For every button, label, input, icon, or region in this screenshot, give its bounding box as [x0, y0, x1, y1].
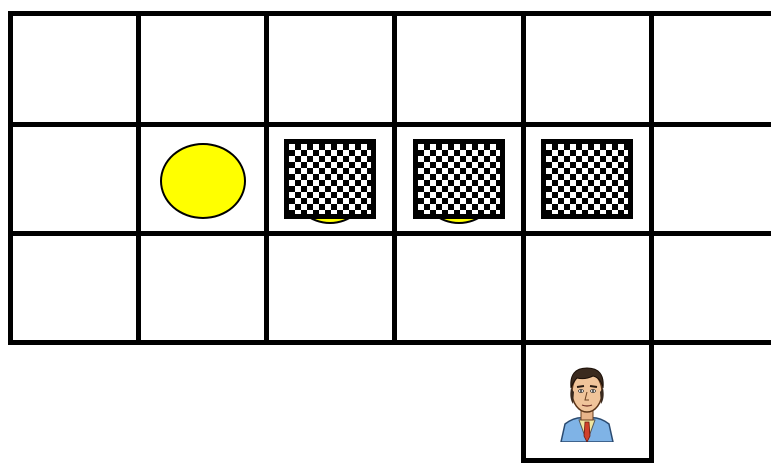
- grid-line: [8, 11, 13, 127]
- grid-line: [8, 231, 13, 345]
- board-cell[interactable]: [10, 13, 138, 124]
- grid-line: [136, 11, 141, 127]
- game-board: [0, 0, 771, 448]
- board-cell[interactable]: [523, 13, 651, 124]
- board-cell[interactable]: [394, 233, 523, 342]
- board-cell[interactable]: [266, 13, 394, 124]
- grid-line: [649, 231, 654, 345]
- grid-line: [136, 122, 141, 236]
- board-cell[interactable]: [10, 124, 138, 233]
- grid-line: [521, 458, 654, 463]
- grid-line: [521, 340, 526, 463]
- board-cell[interactable]: [651, 233, 771, 342]
- board-cell[interactable]: [523, 233, 651, 342]
- grid-line: [264, 11, 397, 16]
- board-cell[interactable]: [651, 124, 771, 233]
- grid-line: [392, 340, 526, 345]
- grid-line: [521, 231, 654, 236]
- yellow-coin-icon[interactable]: [160, 143, 246, 219]
- man-portrait-icon[interactable]: [557, 358, 617, 442]
- grid-line: [392, 11, 397, 127]
- board-cell[interactable]: [10, 233, 138, 342]
- grid-line: [521, 122, 654, 127]
- grid-line: [264, 122, 269, 236]
- grid-line: [649, 122, 771, 127]
- grid-line: [649, 231, 771, 236]
- board-cell[interactable]: [138, 233, 266, 342]
- grid-line: [136, 231, 141, 345]
- grid-line: [264, 231, 397, 236]
- grid-line: [8, 340, 141, 345]
- grid-line: [392, 122, 397, 236]
- grid-line: [136, 340, 269, 345]
- checkered-grate-icon[interactable]: [413, 139, 505, 219]
- grid-line: [392, 231, 397, 345]
- grid-line: [136, 11, 269, 16]
- grid-line: [649, 340, 654, 463]
- grid-line: [8, 11, 141, 16]
- grid-line: [264, 122, 397, 127]
- board-cell[interactable]: [138, 13, 266, 124]
- board-cell[interactable]: [394, 13, 523, 124]
- grid-line: [392, 122, 526, 127]
- grid-line: [521, 340, 654, 345]
- grid-line: [521, 231, 526, 345]
- grid-line: [136, 122, 269, 127]
- grid-line: [521, 11, 526, 127]
- grid-line: [8, 231, 141, 236]
- checkered-grate-icon[interactable]: [284, 139, 376, 219]
- grid-line: [649, 340, 771, 345]
- grid-line: [521, 11, 654, 16]
- grid-line: [8, 122, 13, 236]
- grid-line: [8, 122, 141, 127]
- grid-line: [649, 11, 771, 16]
- grid-line: [392, 11, 526, 16]
- board-cell[interactable]: [651, 13, 771, 124]
- grid-line: [521, 122, 526, 236]
- grid-line: [136, 231, 269, 236]
- grid-line: [264, 231, 269, 345]
- grid-line: [264, 340, 397, 345]
- grid-line: [264, 11, 269, 127]
- grid-line: [392, 231, 526, 236]
- board-cell[interactable]: [266, 233, 394, 342]
- grid-line: [649, 11, 654, 127]
- grid-line: [649, 122, 654, 236]
- checkered-grate-icon[interactable]: [541, 139, 633, 219]
